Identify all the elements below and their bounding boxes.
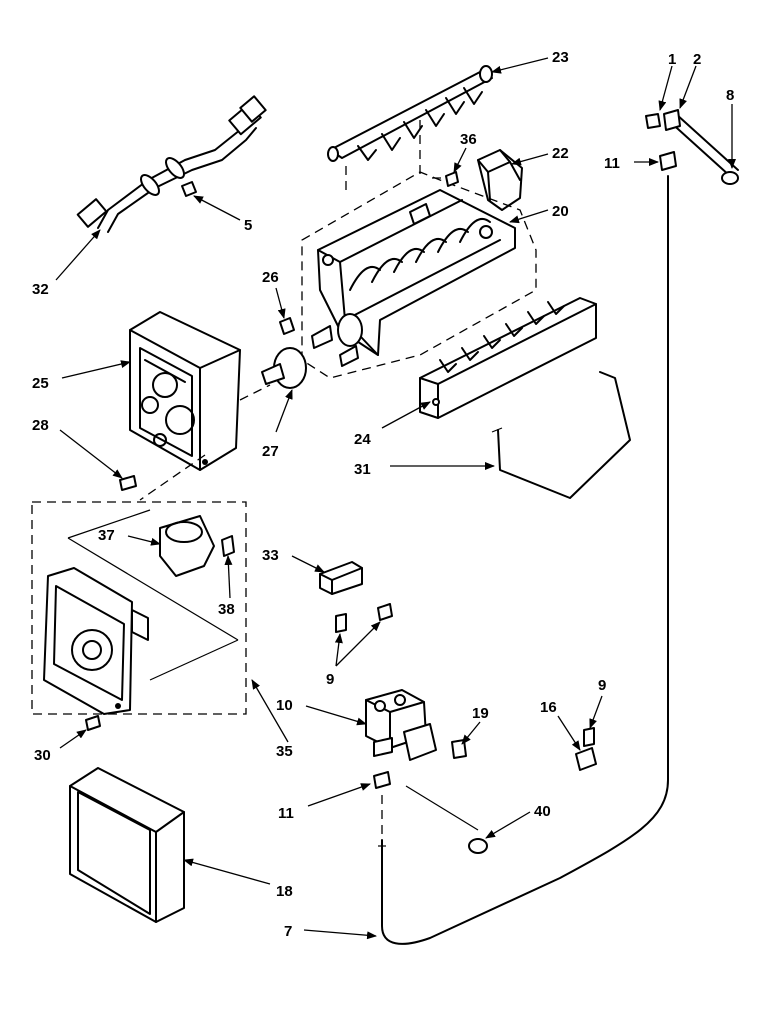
cover-part-18 (69, 767, 185, 923)
callout-11-lower: 11 (278, 805, 294, 822)
callout-16: 16 (540, 699, 557, 716)
thermostat-part (279, 317, 295, 335)
callout-38: 38 (218, 601, 235, 618)
screw-part-30 (85, 715, 101, 731)
nut-part-11b (373, 771, 391, 789)
nut-part-8 (721, 171, 739, 185)
clamp-part-16 (575, 747, 597, 771)
callout-11-upper: 11 (604, 155, 620, 172)
callout-23: 23 (552, 49, 569, 66)
screw-part-9a (335, 603, 393, 633)
stripper-part (419, 297, 597, 419)
callout-2: 2 (693, 51, 701, 68)
motor-assembly-part (31, 501, 247, 715)
nut-part-11a (659, 151, 677, 171)
callout-32: 32 (32, 281, 49, 298)
callout-8: 8 (726, 87, 734, 104)
callout-5: 5 (244, 217, 252, 234)
callout-labels: 23 22 20 36 1 2 8 11 5 32 26 27 25 28 24… (32, 49, 734, 940)
callout-24: 24 (354, 431, 371, 448)
screw-part-36 (445, 171, 459, 187)
callout-9-left: 9 (326, 671, 334, 688)
nut-part-40 (468, 838, 488, 854)
callout-9-right: 9 (598, 677, 606, 694)
callout-36: 36 (460, 131, 477, 148)
callout-22: 22 (552, 145, 569, 162)
clip-part-33 (319, 561, 363, 595)
callout-25: 25 (32, 375, 49, 392)
callout-37: 37 (98, 527, 115, 544)
motor-part-27 (261, 347, 307, 389)
wire-harness-part (76, 95, 267, 233)
callout-10: 10 (276, 697, 293, 714)
bracket-part (477, 149, 523, 211)
callout-30: 30 (34, 747, 51, 764)
fitting-part-1 (645, 113, 661, 129)
inlet-tube-part-2 (663, 109, 739, 177)
callout-33: 33 (262, 547, 279, 564)
mold-part (301, 171, 537, 379)
callout-7: 7 (284, 923, 292, 940)
callout-40: 40 (534, 803, 551, 820)
callout-28: 28 (32, 417, 49, 434)
shutoff-arm-part (491, 371, 631, 499)
callout-19: 19 (472, 705, 489, 722)
callout-18: 18 (276, 883, 293, 900)
screw-part-28 (119, 475, 137, 491)
ejector-part (327, 65, 493, 162)
callout-35: 35 (276, 743, 293, 760)
control-housing-part (129, 311, 241, 471)
callout-20: 20 (552, 203, 569, 220)
water-tube-part (378, 175, 669, 945)
callout-31: 31 (354, 461, 371, 478)
leader-lines (55, 57, 736, 940)
callout-27: 27 (262, 443, 279, 460)
screw-part-9b (583, 727, 595, 747)
water-valve-part (365, 689, 437, 761)
callout-26: 26 (262, 269, 279, 286)
callout-1: 1 (668, 51, 676, 68)
